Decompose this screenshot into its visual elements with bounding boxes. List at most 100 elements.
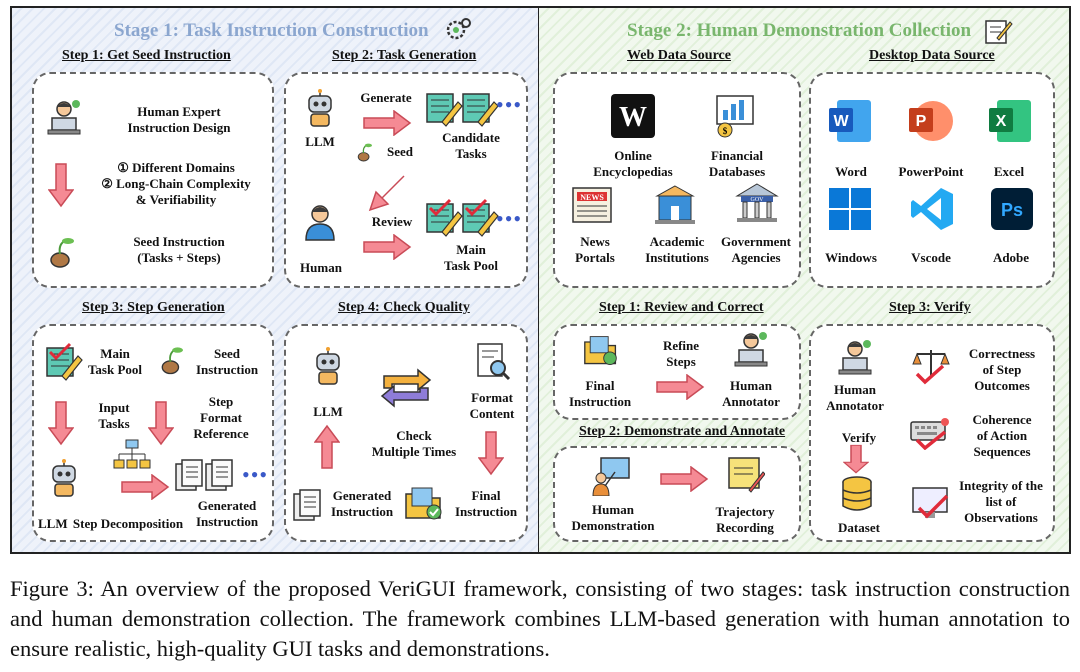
documents-icon	[174, 456, 240, 492]
arrow-right-icon	[120, 474, 170, 500]
expert-laptop-icon	[44, 98, 84, 138]
excel-label: Excel	[993, 164, 1025, 179]
more-dots-icon: •••	[496, 206, 523, 231]
demo-box: Human Demonstration Trajectory Recording	[553, 446, 801, 542]
expert-label: Human Expert Instruction Design	[127, 104, 231, 135]
final-instruction-label: Final Instruction	[454, 488, 518, 519]
financial-chart-icon: $	[713, 94, 757, 138]
windows-label: Windows	[825, 250, 877, 265]
annotator-label: Human Annotator	[722, 378, 780, 409]
svg-text:NEWS: NEWS	[580, 193, 604, 202]
vscode-icon	[909, 186, 955, 232]
check-multiple-label: Check Multiple Times	[371, 428, 457, 459]
human-icon	[300, 202, 340, 242]
step1-box: Human Expert Instruction Design ① Differ…	[32, 72, 274, 288]
step4-box: LLM Check Multiple Times Format Content …	[284, 324, 528, 542]
seed-icon	[44, 232, 84, 272]
web-item-label: Academic Institutions	[645, 234, 709, 265]
scale-check-icon	[911, 346, 951, 386]
coherence-label: Coherence of Action Sequences	[972, 412, 1032, 459]
review-box: Final Instruction Refine Steps Human Ann…	[553, 324, 801, 420]
review-label: Review	[371, 214, 413, 229]
excel-icon: X	[987, 98, 1033, 144]
word-label: Word	[835, 164, 867, 179]
arrow-right-icon	[362, 234, 412, 260]
desktop-heading: Desktop Data Source	[869, 48, 995, 63]
svg-text:$: $	[723, 126, 728, 136]
seed-small-icon	[354, 140, 378, 164]
verify-label: Verify	[841, 430, 877, 445]
word-icon: W	[827, 98, 873, 144]
gears-icon	[444, 16, 472, 44]
format-content-label: Format Content	[469, 390, 515, 421]
annotator-laptop-icon	[731, 330, 771, 370]
llm-label: LLM	[305, 134, 335, 149]
llm-label: LLM	[313, 404, 343, 419]
newspaper-icon: NEWS	[571, 184, 615, 228]
arrow-down-icon	[48, 400, 74, 446]
seed-label: Seed	[387, 144, 413, 159]
generated-instruction-label: Generated Instruction	[330, 488, 394, 519]
folder-check-icon	[583, 334, 619, 368]
powerpoint-label: PowerPoint	[898, 164, 964, 179]
arrow-right-icon	[655, 374, 705, 400]
stage1-title: Stage 1: Task Instruction Construction	[114, 20, 429, 41]
step2-box: LLM Generate Seed ••• Candidate Tasks Hu…	[284, 72, 528, 288]
verify-heading: Step 3: Verify	[889, 300, 971, 315]
criteria-verifiability: & Verifiability	[135, 192, 217, 207]
stage1-panel: Stage 1: Task Instruction Construction S…	[10, 6, 542, 554]
arrow-down-icon	[48, 162, 74, 208]
pen-paper-icon	[983, 16, 1013, 46]
svg-text:GOV: GOV	[751, 197, 765, 203]
main-pool-label: Main Task Pool	[87, 346, 143, 377]
powerpoint-icon: P	[907, 98, 953, 144]
database-icon	[837, 474, 877, 514]
main-pool-label: Main Task Pool	[443, 242, 499, 273]
pool-note-check-icon	[424, 198, 504, 238]
svg-text:W: W	[619, 102, 647, 133]
refresh-cycle-icon	[378, 366, 434, 410]
llm-robot-icon	[308, 346, 348, 386]
seed-instruction-label: Seed Instruction (Tasks + Steps)	[133, 234, 225, 265]
hierarchy-icon	[112, 438, 152, 472]
document-search-icon	[472, 342, 512, 382]
stage2-title: Stage 2: Human Demonstration Collection	[627, 20, 972, 41]
arrow-right-icon	[659, 466, 709, 492]
criteria-complexity: ② Long-Chain Complexity	[101, 176, 251, 191]
web-item-label: Financial Databases	[708, 148, 766, 179]
arrow-down-icon	[478, 430, 504, 476]
input-tasks-label: Input Tasks	[98, 400, 130, 431]
vscode-label: Vscode	[911, 250, 951, 265]
adobe-photoshop-icon: Ps	[989, 186, 1035, 232]
step2-heading: Step 2: Task Generation	[332, 48, 477, 63]
web-item-label: Online Encyclopedias	[593, 148, 673, 179]
task-pool-note-icon	[44, 342, 84, 382]
documents-icon	[292, 486, 326, 522]
more-dots-icon: •••	[496, 92, 523, 117]
final-instruction-label: Final Instruction	[568, 378, 632, 409]
keyboard-check-icon	[909, 416, 951, 450]
figure-caption: Figure 3: An overview of the proposed Ve…	[10, 576, 1070, 661]
correctness-label: Correctness of Step Outcomes	[968, 346, 1036, 393]
human-demo-label: Human Demonstration	[571, 502, 655, 533]
integrity-label: Integrity of the list of Observations	[959, 478, 1043, 525]
seed-icon	[156, 342, 192, 378]
candidate-note-icon	[424, 88, 504, 128]
llm-label: LLM	[38, 516, 68, 531]
web-item-label: News Portals	[575, 234, 615, 265]
presenter-icon	[591, 456, 631, 496]
adobe-label: Adobe	[992, 250, 1030, 265]
demo-heading: Step 2: Demonstrate and Annotate	[579, 424, 786, 439]
arrow-down-left-icon	[368, 172, 408, 212]
criteria-domains: ① Different Domains	[117, 160, 235, 175]
generate-label: Generate	[360, 90, 412, 105]
folder-check-icon	[404, 486, 444, 522]
wikipedia-icon: W	[611, 94, 655, 138]
monitor-check-icon	[911, 484, 951, 522]
step-format-label: Step Format Reference	[193, 394, 249, 441]
svg-text:P: P	[916, 113, 927, 130]
desktop-source-box: W Word P PowerPoint X Excel Windows Vsco…	[809, 72, 1055, 288]
annotator-label: Human Annotator	[826, 382, 884, 413]
generated-instruction-label: Generated Instruction	[195, 498, 259, 529]
